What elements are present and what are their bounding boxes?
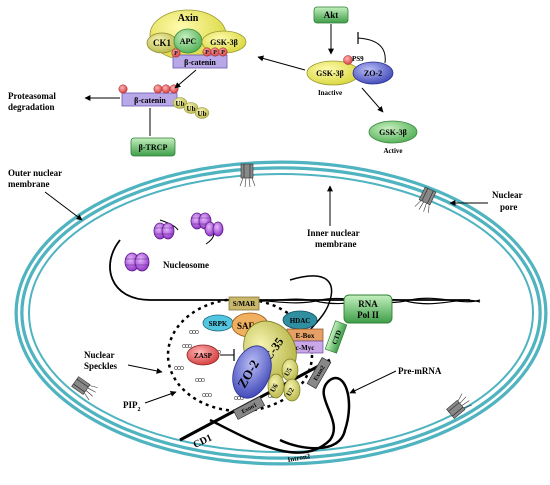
u2-label: U2 bbox=[285, 386, 296, 398]
axin-label: Axin bbox=[178, 13, 199, 24]
u5-label: U5 bbox=[283, 366, 294, 378]
phospho-group-ub bbox=[118, 84, 179, 94]
zo2-cyto-shape bbox=[352, 61, 394, 85]
rna-pol-box bbox=[343, 294, 393, 324]
membrane-lumen bbox=[17, 163, 545, 463]
pip2-arrow bbox=[144, 390, 177, 404]
u6-shape bbox=[267, 373, 285, 399]
zo2-nuc-shape bbox=[232, 345, 272, 399]
nuclear-pore-label-2: pore bbox=[500, 202, 517, 212]
u6-label: U6 bbox=[269, 382, 280, 394]
zasp-shape bbox=[186, 344, 220, 366]
to-active-arrow bbox=[361, 87, 384, 113]
nucleosome-icon bbox=[204, 221, 224, 237]
akt-box bbox=[313, 6, 349, 24]
pre-mrna-strand bbox=[209, 376, 351, 454]
inhibition-line bbox=[357, 37, 386, 64]
speckles-arrow bbox=[127, 364, 163, 374]
gsk3b-inactive-label: GSK-3β bbox=[316, 69, 344, 78]
beta-catenin-ub-label: β-catenin bbox=[134, 96, 166, 105]
srpk-label: SRPK bbox=[209, 320, 228, 328]
pre-mrna-arrow bbox=[349, 370, 397, 394]
gsk3b-complex-label: GSK-3β bbox=[210, 38, 238, 47]
ck1-label: CK1 bbox=[153, 38, 172, 48]
nuclear-pore-icon bbox=[71, 376, 98, 401]
nuclear-envelope bbox=[14, 160, 548, 466]
nuclear-pore-icon bbox=[446, 393, 472, 419]
akt-label: Akt bbox=[324, 10, 339, 20]
pip2-glyph bbox=[195, 378, 205, 382]
zo2-cyto-label: ZO-2 bbox=[364, 69, 382, 78]
nucleosome-cluster bbox=[124, 212, 224, 272]
chromatin-fiber bbox=[109, 239, 470, 301]
nuclear-pores bbox=[71, 163, 472, 419]
pip2-label: PIP2 bbox=[123, 400, 141, 413]
beta-catenin-complex-label: β-catenin bbox=[184, 58, 216, 67]
btrcp-box bbox=[130, 137, 176, 157]
nuclear-pore-icon bbox=[414, 186, 437, 213]
nuclear-pore-label-1: Nuclear bbox=[492, 190, 523, 200]
active-label: Active bbox=[383, 147, 402, 155]
u2-shape bbox=[283, 378, 301, 402]
zasp-label: ZASP bbox=[194, 352, 213, 360]
beta-catenin-complex-box bbox=[172, 54, 228, 69]
cmyc-label: c-Myc bbox=[296, 344, 315, 352]
outer-membrane-label-2: membrane bbox=[8, 179, 50, 189]
complex-to-ub-arrow bbox=[174, 69, 197, 89]
inactive-label: Inactive bbox=[318, 89, 342, 97]
nucleosome-icon bbox=[153, 222, 175, 240]
inner-membrane-label-1: Inner nuclear bbox=[307, 228, 360, 238]
ubiquitin-chain: Ub Ub Ub bbox=[172, 97, 210, 119]
ps9-label: PS9 bbox=[352, 55, 364, 63]
inner-membrane-label-2: membrane bbox=[315, 239, 357, 249]
outer-membrane-label-1: Outer nuclear bbox=[8, 168, 62, 178]
ub-label: Ub bbox=[176, 100, 185, 108]
cd1-label: CD1 bbox=[192, 433, 214, 451]
smar-box bbox=[228, 296, 260, 311]
ebox-label: E-Box bbox=[296, 332, 315, 340]
ub-label: Ub bbox=[198, 110, 207, 118]
inner-membrane bbox=[28, 173, 534, 453]
pip2-glyph bbox=[189, 330, 199, 334]
rna-pol-label-2: Pol II bbox=[357, 310, 379, 320]
ps9-phospho bbox=[343, 55, 353, 65]
pip2-glyph bbox=[182, 344, 192, 348]
saf-b-label: SAF-B bbox=[237, 321, 263, 331]
proteasomal-label-2: degradation bbox=[8, 102, 55, 112]
outer-membrane-arrow bbox=[44, 191, 83, 221]
gsk3b-active-label: GSK-3β bbox=[379, 128, 407, 137]
btrcp-label: β-TRCP bbox=[139, 143, 168, 152]
p-marker: P bbox=[174, 51, 178, 57]
intron2-label: Intron2 bbox=[287, 452, 311, 464]
phospho-group-complex: P P P P bbox=[171, 47, 228, 58]
nuclear-pore-icon bbox=[239, 163, 256, 188]
smar-label: S/MAR bbox=[233, 300, 257, 308]
speckles-label-1: Nuclear bbox=[84, 350, 115, 360]
p-marker: P bbox=[213, 50, 217, 56]
nucleosome-icon bbox=[124, 252, 150, 272]
to-complex-arrow bbox=[257, 55, 306, 71]
speckles-label-2: Speckles bbox=[84, 361, 118, 371]
apc-label: APC bbox=[180, 37, 197, 46]
p-marker: P bbox=[221, 50, 225, 56]
nucleosome-label: Nucleosome bbox=[163, 260, 209, 270]
akt-pathway: Akt GSK-3β PS9 ZO-2 Inactive GSK-3β Acti… bbox=[257, 6, 418, 155]
pre-mrna-label: Pre-mRNA bbox=[398, 366, 442, 376]
proteasome-pathway: β-catenin Ub Ub Ub β-TRCP Proteasomal de… bbox=[8, 69, 210, 157]
ctd-box bbox=[324, 320, 348, 354]
exon1-box bbox=[232, 396, 266, 420]
pip2-glyph bbox=[174, 366, 184, 370]
exon2-box bbox=[306, 357, 332, 389]
nucleosome-icon bbox=[190, 212, 212, 230]
ub-label: Ub bbox=[187, 105, 196, 113]
outer-membrane bbox=[14, 160, 548, 466]
destruction-complex: Axin CK1 APC GSK-3β β-catenin P P P P bbox=[146, 9, 247, 69]
p-marker: P bbox=[205, 50, 209, 56]
rna-pol-label-1: RNA bbox=[358, 299, 378, 309]
hdac-label: HDAC bbox=[290, 317, 311, 325]
gsk3b-active-shape bbox=[368, 120, 418, 144]
pip2-glyph bbox=[202, 393, 212, 397]
proteasomal-label-1: Proteasomal bbox=[8, 91, 56, 101]
